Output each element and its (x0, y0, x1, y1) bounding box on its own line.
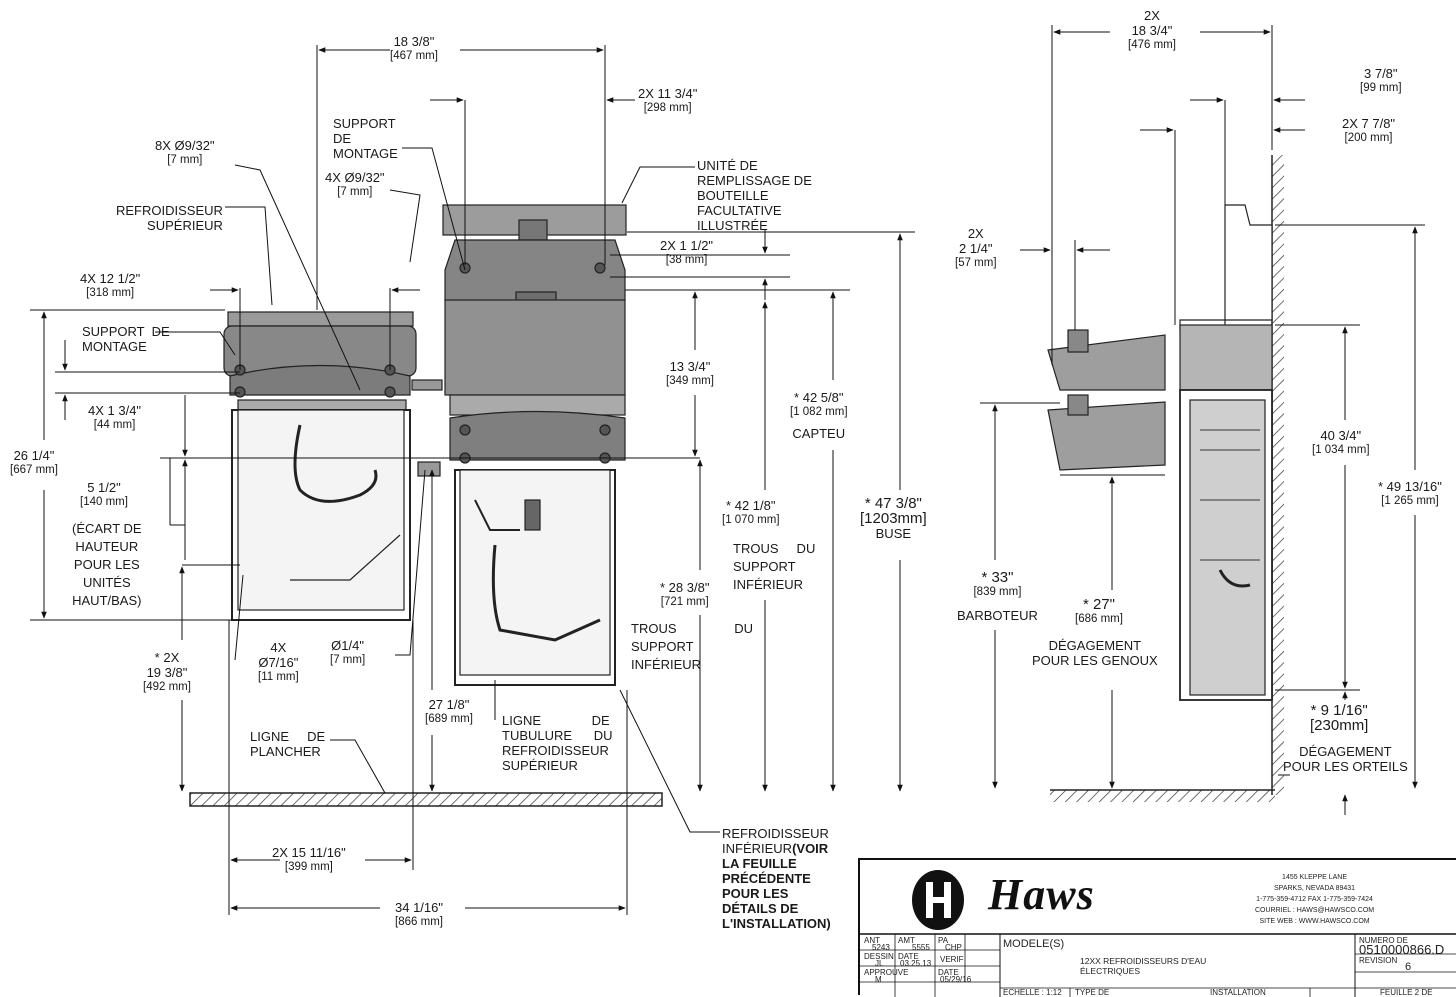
pa-label: PA (938, 936, 949, 945)
label-degagement-orteils: DÉGAGEMENT POUR LES ORTEILS (1283, 744, 1408, 774)
verif-label: VERIF (940, 955, 964, 964)
label-support-montage: SUPPORT DE MONTAGE (333, 116, 398, 161)
side-view-fountain (1047, 204, 1273, 701)
ant-value: 5243 (872, 943, 890, 952)
label-refroidisseur-superieur: REFROIDISSEUR SUPÉRIEUR (116, 203, 223, 233)
approuve-value: M (875, 975, 882, 984)
haws-brand: Haws (988, 870, 1095, 919)
dim-side-40-3-4: 40 3/4"[1 034 mm] (1312, 428, 1370, 456)
dim-2x-11-3-4: 2X 11 3/4"[298 mm] (638, 86, 698, 114)
dimension-lines (30, 25, 1425, 915)
numero-value: 0510000866.D (1359, 942, 1445, 957)
address-block: 1455 KLEPPE LANE SPARKS, NEVADA 89431 1-… (1255, 874, 1375, 925)
date-value: 03.25.13 (900, 959, 932, 968)
dim-side-27: * 27"[686 mm] (1075, 596, 1123, 625)
description: 12XX REFROIDISSEURS D'EAU ÉLECTRIQUES (1080, 956, 1207, 976)
title-block-lines (860, 870, 1456, 997)
installation-label: INSTALLATION (1210, 988, 1266, 997)
dim-42-1-8: * 42 1/8"[1 070 mm] (722, 498, 780, 526)
approuve-label: APPROUVE (864, 968, 909, 977)
label-degagement-genoux: DÉGAGEMENT POUR LES GENOUX (1032, 638, 1158, 668)
dim-28-3-8: * 28 3/8"[721 mm] (660, 580, 710, 608)
floor-hatch-left (189, 792, 663, 807)
dim-side-2x-2-1-4: 2X 2 1/4"[57 mm] (955, 226, 997, 269)
dim-26-1-4: 26 1/4"[667 mm] (10, 448, 58, 476)
label-refroidisseur-inferieur: REFROIDISSEUR INFÉRIEUR(VOIR LA FEUILLE … (722, 826, 831, 931)
title-block: Haws 1455 KLEPPE LANE SPARKS, NEVADA 894… (858, 858, 1456, 997)
dim-4x-1-3-4: 4X 1 3/4"[44 mm] (88, 403, 142, 431)
dim-side-2x-18-3-4: 2X 18 3/4"[476 mm] (1128, 8, 1176, 51)
dim-47-3-8: * 47 3/8"[1203mm]BUSE (860, 495, 927, 541)
dessin-label: DESSIN (864, 952, 894, 961)
label-trous-support-2: TROUS DU SUPPORT INFÉRIEUR (631, 621, 754, 672)
dim-18-3-8: 18 3/8"[467 mm] (390, 34, 438, 62)
dim-34-1-16: 34 1/16"[866 mm] (395, 900, 443, 928)
dim-2x-15-11-16: 2X 15 11/16"[399 mm] (272, 845, 346, 873)
dim-1-4: Ø1/4"[7 mm] (330, 638, 366, 666)
date-label: DATE (898, 952, 919, 961)
dim-4x-hole: 4X Ø9/32"[7 mm] (325, 170, 385, 198)
wall-hatch (1272, 155, 1284, 795)
label-unite-remplissage: UNITÉ DE REMPLISSAGE DE BOUTEILLE FACULT… (697, 158, 812, 233)
dim-8x-hole: 8X Ø9/32"[7 mm] (155, 138, 215, 166)
date2-label: DATE (938, 968, 959, 977)
label-ecart-hauteur: (ÉCART DE HAUTEUR POUR LES UNITÉS HAUT/B… (72, 521, 142, 608)
dim-side-49-13-16: * 49 13/16"[1 265 mm] (1378, 479, 1442, 507)
dim-2x-19-3-8: * 2X 19 3/8"[492 mm] (143, 650, 191, 693)
dim-27-1-8: 27 1/8"[689 mm] (425, 697, 473, 725)
dim-side-2x-7-7-8: 2X 7 7/8"[200 mm] (1342, 116, 1396, 144)
feuille-label: FEUILLE 2 DE (1380, 988, 1433, 997)
revision-label: REVISION (1359, 956, 1398, 965)
dim-5-1-2: 5 1/2"[140 mm] (80, 480, 128, 508)
revision-value: 6 (1405, 961, 1412, 973)
dim-side-3-7-8: 3 7/8"[99 mm] (1360, 66, 1402, 94)
dim-4x-12-1-2: 4X 12 1/2"[318 mm] (80, 271, 141, 299)
date2-value: 05/29/16 (940, 975, 972, 984)
dim-side-9-1-16: * 9 1/16"[230mm] (1310, 702, 1369, 734)
label-ligne-tubulure: LIGNE DE TUBULURE DU REFROIDISSEUR SUPÉR… (502, 713, 613, 773)
dim-13-3-4: 13 3/4"[349 mm] (666, 359, 714, 387)
type-label: TYPE DE (1075, 988, 1110, 997)
right-fountain (442, 204, 627, 686)
echelle-label: ECHELLE : 1:12 (1003, 988, 1062, 997)
modeles-label: MODELE(S) (1003, 938, 1065, 950)
pa-value: CHP (945, 943, 962, 952)
dessin-value: JL (875, 959, 884, 968)
left-fountain (223, 311, 443, 621)
dim-4x-7-16: 4X Ø7/16"[11 mm] (258, 640, 299, 683)
floor-hatch-right (1050, 790, 1275, 802)
numero-label: NUMERO DE (1359, 936, 1408, 945)
label-trous-support-1: TROUS DU SUPPORT INFÉRIEUR (733, 541, 816, 592)
dim-side-33: * 33"[839 mm]BARBOTEUR (957, 569, 1038, 623)
ant-label: ANT (864, 936, 880, 945)
amt-label: AMT (898, 936, 915, 945)
label-ligne-plancher: LIGNE DE PLANCHER (250, 729, 326, 759)
label-support-montage-2: SUPPORT DE MONTAGE (82, 324, 170, 354)
dim-42-5-8: * 42 5/8"[1 082 mm]CAPTEU (790, 390, 848, 441)
amt-value: 5555 (912, 943, 930, 952)
dim-2x-1-1-2: 2X 1 1/2"[38 mm] (660, 238, 714, 266)
